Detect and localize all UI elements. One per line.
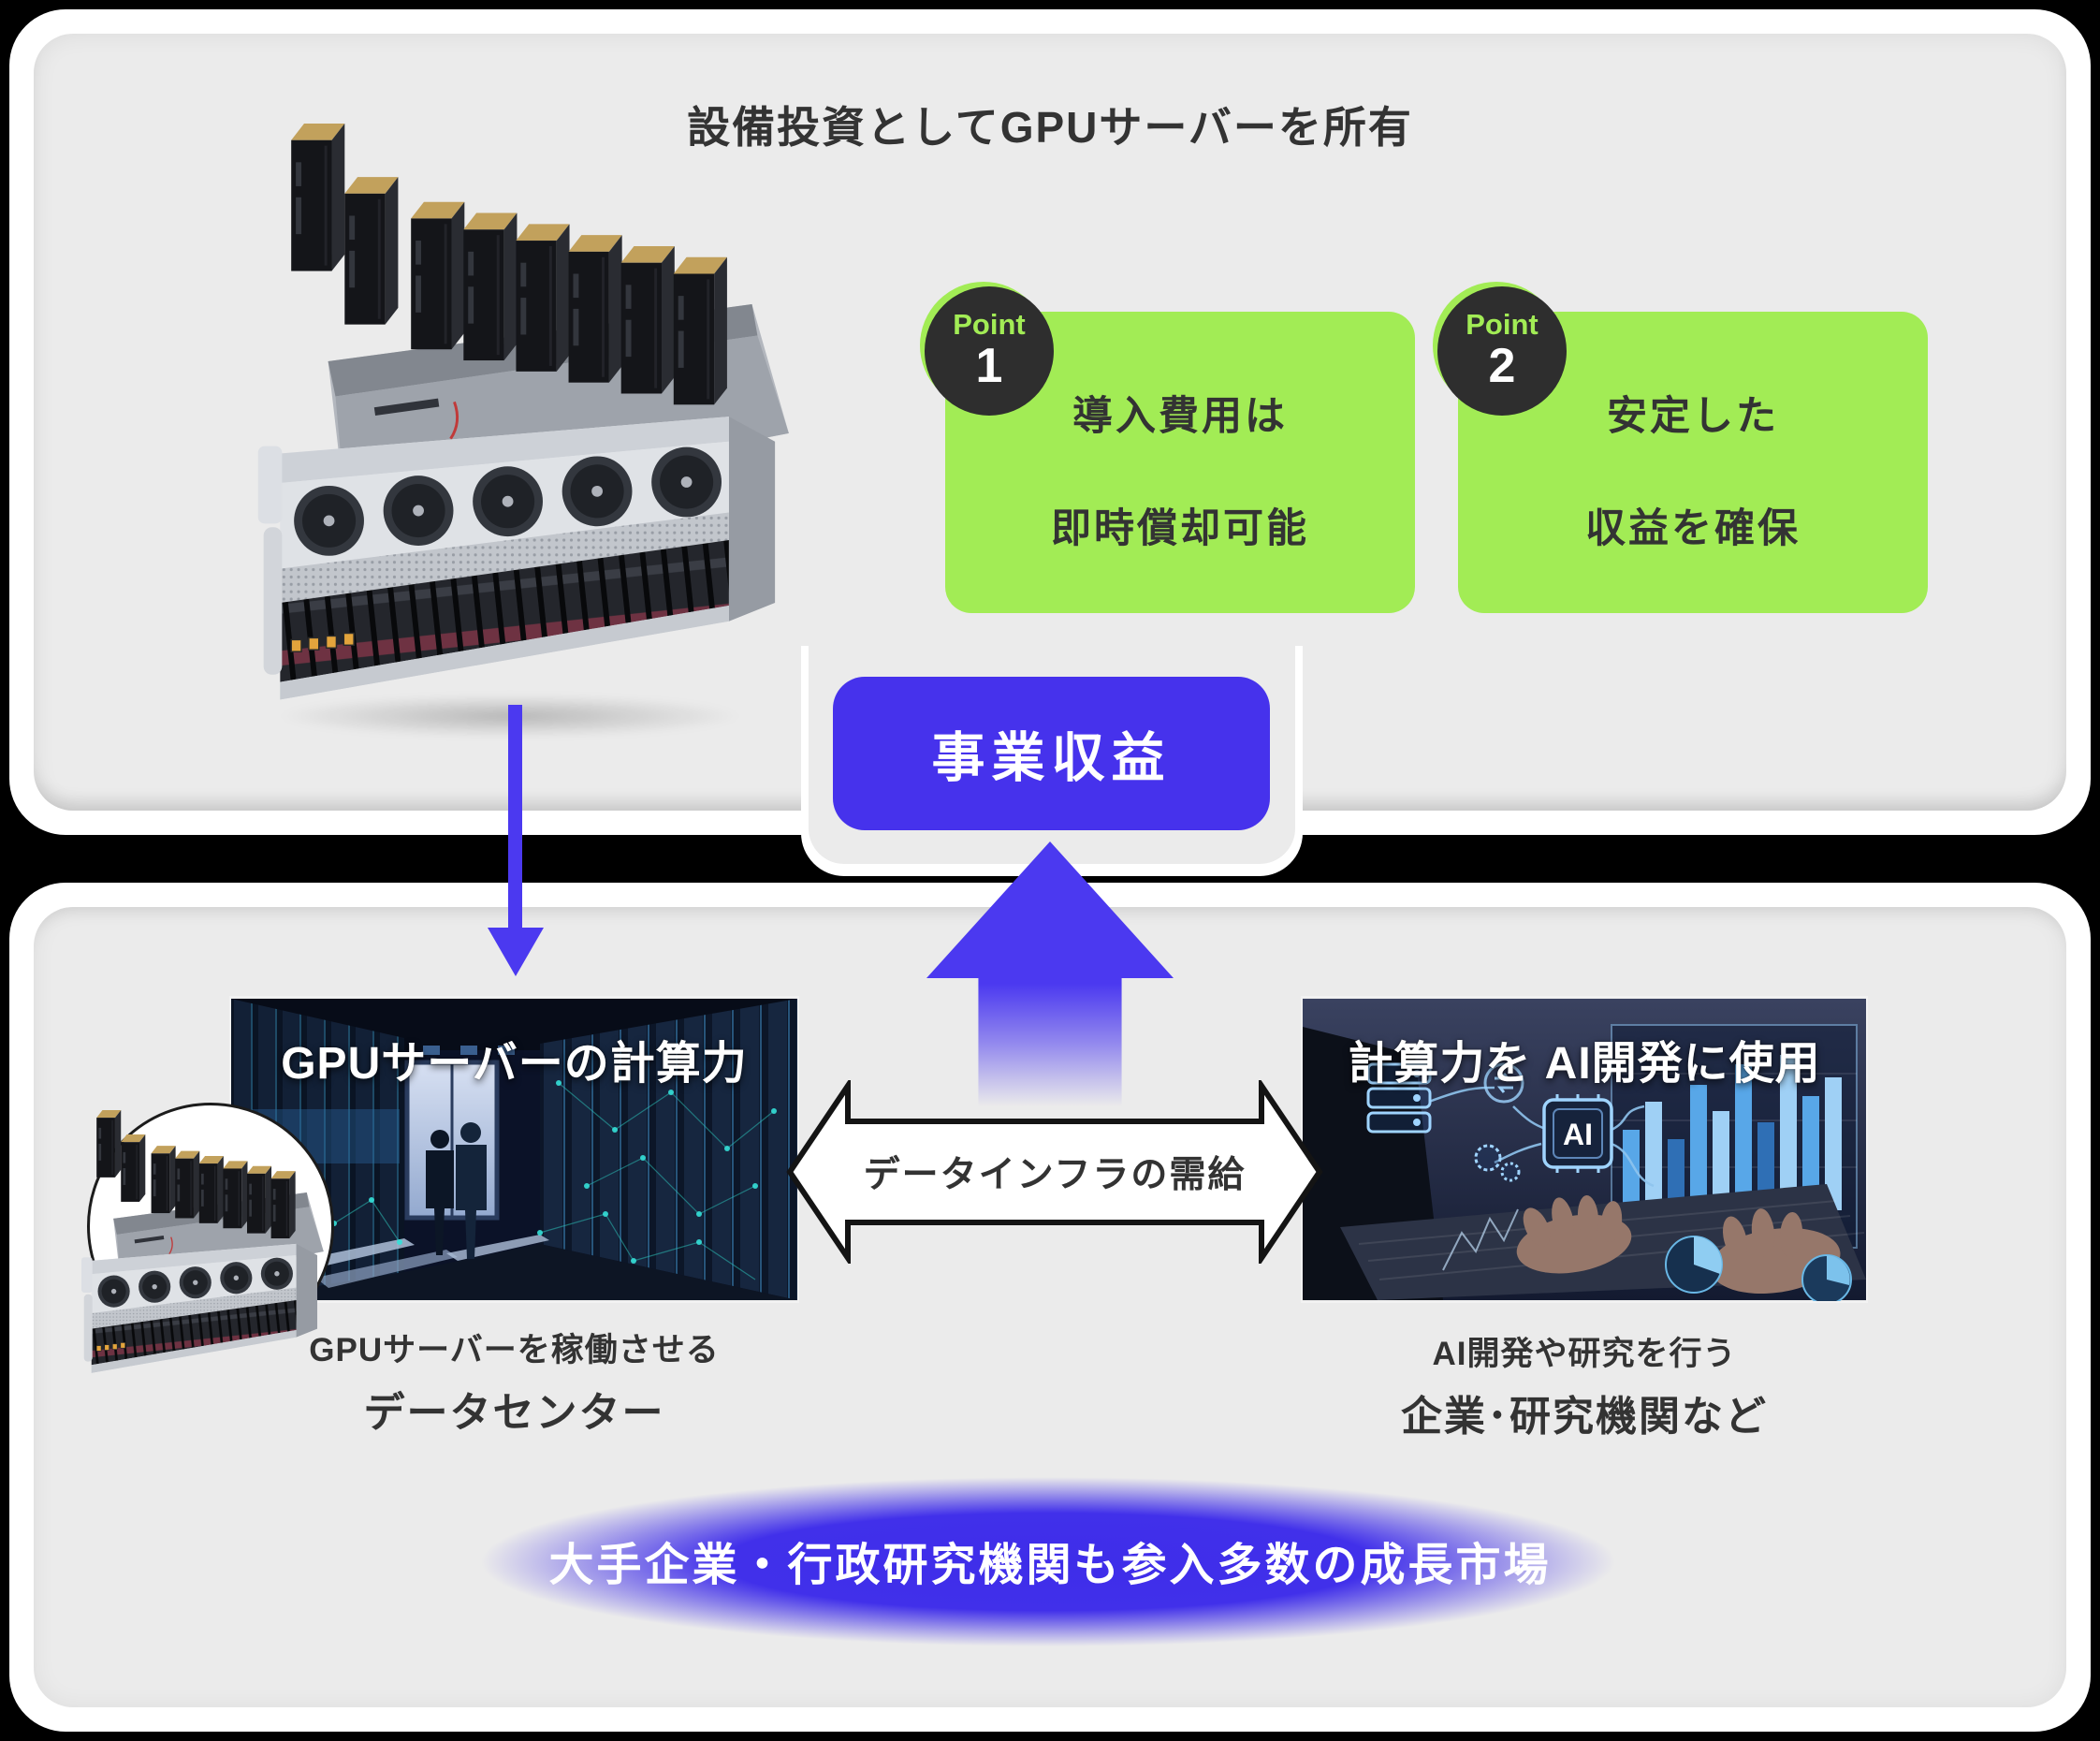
point-2-badge-number: 2 [1488,339,1516,394]
server-stack-icon [1366,1062,1432,1134]
ai-users-caption: AI開発や研究を行う 企業･研究機関など [1256,1327,1913,1442]
point-1-text-line1: 導入費用は [1072,394,1288,439]
point-1-badge-number: 1 [975,339,1003,394]
datacenter-illustration [231,999,797,1300]
down-arrow-head [488,928,544,976]
gpu-server-image [234,124,791,723]
ai-users-caption-line2: 企業･研究機関など [1401,1394,1768,1440]
datacenter-photo [229,996,799,1303]
revenue-box: 事業収益 [833,677,1270,830]
point-card-1: Point 1 導入費用は 即時償却可能 [925,286,1415,613]
datacenter-photo-title: GPUサーバーの計算力 [281,1039,748,1089]
sync-icon [1483,1062,1524,1104]
point-1-text-line2: 即時償却可能 [1051,506,1309,551]
datacenter-caption: GPUサーバーを稼働させる データセンター [184,1324,844,1439]
pie-chart-hologram [1665,1236,1852,1301]
ai-photo-title: 計算力を AI開発に使用 [1348,1039,1821,1089]
point-2-badge: Point 2 [1437,286,1567,416]
down-arrow [508,705,522,929]
section-title: 設備投資としてGPUサーバーを所有 [687,103,1413,152]
revenue-box-label: 事業収益 [931,728,1172,788]
point-2-text-line2: 収益を確保 [1585,506,1801,551]
ai-development-photo: AI [1301,996,1868,1303]
gpu-server-illustration [234,124,791,723]
point-2-badge-label: Point [1466,308,1539,342]
market-banner-glow [271,1453,1825,1685]
datacenter-caption-line1: GPUサーバーを稼働させる [309,1332,720,1368]
exchange-arrow-label: データインフラの需給 [863,1155,1247,1195]
mini-server-illustration [71,1110,324,1383]
ai-development-illustration: AI [1303,999,1866,1301]
market-banner-text: 大手企業・行政研究機関も参入多数の成長市場 [548,1541,1552,1590]
gear-icon [1474,1144,1521,1182]
point-card-2: Point 2 安定した 収益を確保 [1437,286,1928,613]
point-1-badge-label: Point [953,308,1026,342]
ai-chip-icon: AI [1542,1094,1613,1173]
ai-chip-label: AI [1563,1118,1593,1151]
people-silhouettes [426,1122,487,1259]
double-arrow-shape [786,1076,1323,1267]
point-2-text-line1: 安定した [1607,394,1779,439]
point-1-badge: Point 1 [925,286,1054,416]
datacenter-caption-line2: データセンター [363,1390,665,1436]
exchange-arrow: データインフラの需給 [786,1076,1323,1267]
ai-users-caption-line1: AI開発や研究を行う [1432,1336,1737,1372]
mini-server-image [71,1110,324,1383]
